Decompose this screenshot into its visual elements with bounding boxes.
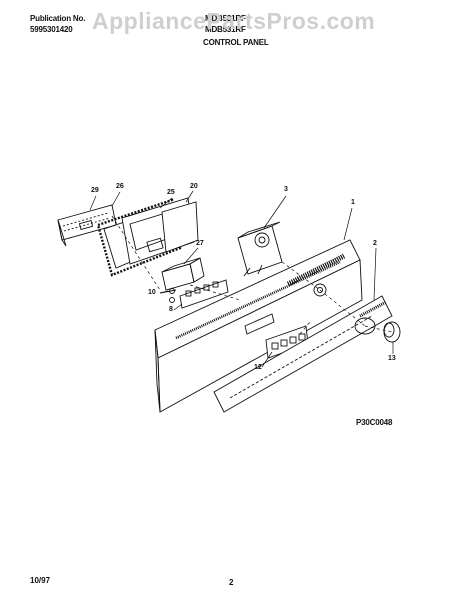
callout-26: 26 [116, 183, 124, 190]
part-10-screw [159, 288, 177, 303]
leader-lines [89, 190, 394, 368]
part-20-cover [161, 201, 199, 253]
footer-date: 10/97 [30, 576, 51, 585]
part-27-block [161, 257, 205, 291]
callout-27: 27 [196, 240, 204, 247]
callout-13: 13 [388, 355, 396, 362]
callout-8: 8 [169, 306, 173, 313]
publication-label: Publication No. [30, 14, 86, 23]
callout-10: 10 [148, 289, 156, 296]
part-3-timer [237, 221, 283, 277]
assembly-lines [111, 215, 393, 335]
callout-20: 20 [190, 183, 198, 190]
part-2-overlay [213, 295, 393, 413]
callout-1: 1 [351, 199, 355, 206]
part-13-knob [383, 321, 401, 343]
page-number: 2 [229, 578, 234, 587]
callout-25: 25 [167, 189, 175, 196]
model-number-1: MDB531RF [205, 14, 246, 23]
callout-12: 12 [254, 364, 262, 371]
publication-number: 5995301420 [30, 25, 73, 34]
part-8-switch-bank [179, 279, 229, 309]
model-number-2: MDB531RF [205, 25, 246, 34]
callout-29: 29 [91, 187, 99, 194]
part-1-control-panel [154, 239, 363, 413]
section-title: CONTROL PANEL [203, 38, 269, 47]
callout-2: 2 [373, 240, 377, 247]
callout-3: 3 [284, 186, 288, 193]
diagram-code: P30C0048 [356, 418, 393, 427]
watermark: AppliancePartsPros.com [92, 8, 376, 34]
